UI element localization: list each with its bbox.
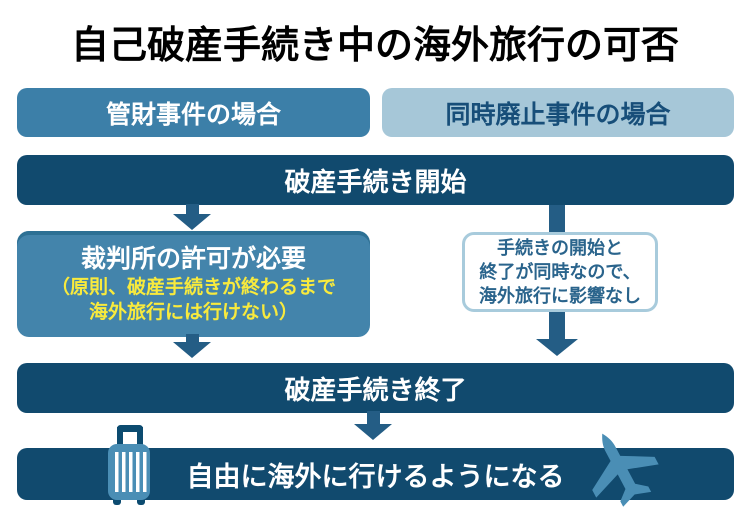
bar-bankruptcy-start-label: 破産手続き開始 [284,166,467,197]
court-permission-note-line1: （原則、破産手続きが終わるまで [50,277,336,298]
court-permission-title: 裁判所の許可が必要 [80,245,306,273]
no-impact-line2: 終了が同時なので、 [479,262,641,282]
header-douji-haishi-label: 同時廃止事件の場合 [445,100,671,129]
airplane-icon [592,433,659,507]
page-title: 自己破産手続き中の海外旅行の可否 [70,25,679,67]
header-douji-haishi-case: 同時廃止事件の場合 [382,88,734,137]
arrow-down-icon [173,334,211,358]
no-impact-box: 手続きの開始と 終了が同時なので、 海外旅行に影響なし [462,232,658,312]
bar-bankruptcy-start: 破産手続き開始 [17,155,734,205]
bar-free-travel-label: 自由に海外に行けるようになる [186,461,565,492]
arrow-down-icon [354,411,392,440]
court-permission-note-line2: 海外旅行には行けない） [88,302,298,323]
header-kanzai-label: 管財事件の場合 [105,100,281,129]
bar-bankruptcy-end-label: 破産手続き終了 [284,374,467,405]
no-impact-line3: 海外旅行に影響なし [479,286,641,306]
header-kanzai-case: 管財事件の場合 [17,88,370,137]
arrow-down-icon [173,204,211,230]
no-impact-line1: 手続きの開始と [497,238,623,258]
court-permission-box: 裁判所の許可が必要 （原則、破産手続きが終わるまで 海外旅行には行けない） [17,231,370,337]
suitcase-icon [108,425,150,505]
bar-bankruptcy-end: 破産手続き終了 [17,363,734,413]
